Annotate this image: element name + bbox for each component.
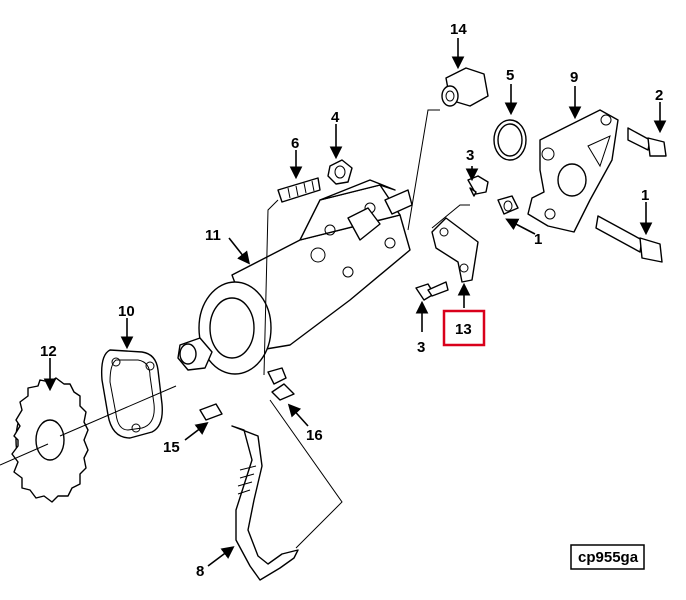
callout-8: 8 bbox=[196, 563, 204, 580]
callout-12: 12 bbox=[40, 343, 57, 360]
reference-code-box bbox=[570, 544, 645, 570]
bolt-short bbox=[627, 127, 667, 157]
callout-1-right: 1 bbox=[641, 187, 649, 204]
fuel-line bbox=[231, 425, 299, 581]
callout-3-lower: 3 bbox=[417, 339, 425, 356]
callout-1-center: 1 bbox=[534, 231, 542, 248]
fuel-pump-body bbox=[177, 179, 413, 385]
callout-16: 16 bbox=[306, 427, 323, 444]
screw-lower bbox=[415, 281, 449, 301]
callout-14: 14 bbox=[450, 21, 467, 38]
mounting-bracket bbox=[527, 109, 619, 233]
fitting-16 bbox=[271, 383, 295, 401]
callout-6: 6 bbox=[291, 135, 299, 152]
fitting bbox=[441, 67, 489, 107]
drive-gear bbox=[0, 377, 89, 503]
callout-10: 10 bbox=[118, 303, 135, 320]
callout-15: 15 bbox=[163, 439, 180, 456]
callout-2: 2 bbox=[655, 87, 663, 104]
o-ring bbox=[493, 119, 527, 161]
fitting-15 bbox=[199, 403, 223, 421]
reference-code: cp955ga bbox=[578, 549, 639, 566]
gasket bbox=[59, 349, 177, 439]
screw-upper bbox=[467, 175, 489, 197]
nut-small bbox=[497, 195, 519, 215]
highlight-box-13 bbox=[442, 309, 486, 347]
bolt-long bbox=[595, 215, 663, 263]
callout-13: 13 bbox=[455, 321, 472, 338]
callout-11: 11 bbox=[205, 227, 221, 244]
callout-5: 5 bbox=[506, 67, 514, 84]
stud bbox=[277, 177, 321, 203]
callout-9: 9 bbox=[570, 69, 578, 86]
callout-4: 4 bbox=[331, 109, 340, 126]
callout-3-upper: 3 bbox=[466, 147, 474, 164]
nut-4 bbox=[327, 159, 353, 185]
support-plate bbox=[431, 217, 479, 283]
